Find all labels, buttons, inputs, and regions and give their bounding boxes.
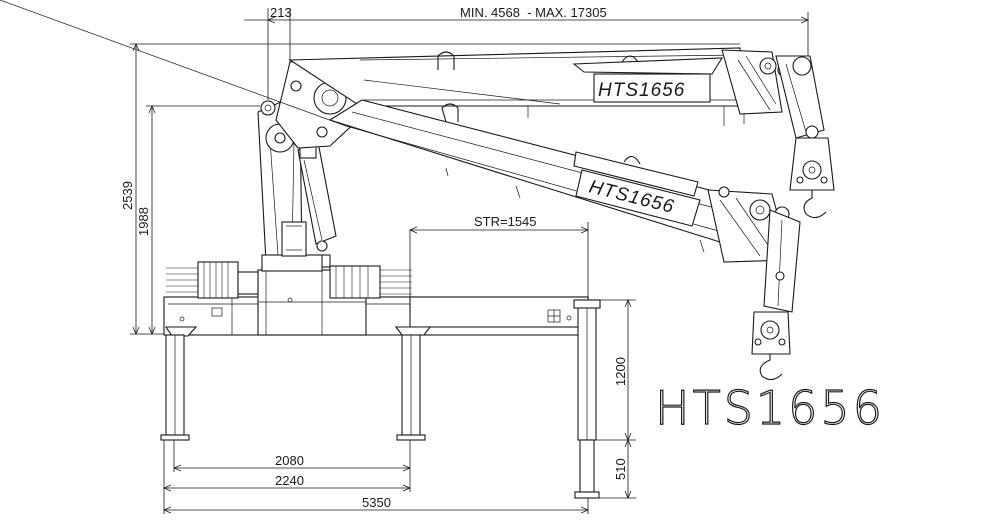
dim-height-pivot: 1988 — [136, 207, 151, 236]
dim-leg-extension: 510 — [613, 458, 628, 480]
dim-width-outer: 2240 — [275, 473, 304, 488]
upper-hook-block — [789, 137, 835, 219]
dim-width-total: 5350 — [362, 495, 391, 510]
left-outer-leg — [160, 334, 190, 441]
upper-boom — [275, 47, 825, 149]
dim-reach: MIN. 4568 - MAX. 17305 — [460, 5, 607, 20]
dim-leg-height: 1200 — [613, 357, 628, 386]
model-title: HTS1656 — [655, 381, 885, 435]
left-inner-leg — [396, 334, 426, 441]
right-leg — [573, 299, 601, 499]
dim-height-total: 2539 — [120, 181, 135, 210]
lower-hook-block — [751, 311, 791, 381]
dimension-lines — [130, 8, 808, 514]
dim-stroke: STR=1545 — [474, 214, 537, 229]
dim-offset: 213 — [270, 5, 292, 20]
control-valves-right — [315, 254, 412, 299]
upper-boom-label: HTS1656 — [598, 80, 685, 101]
lower-boom — [0, 0, 801, 313]
dim-width-inner: 2080 — [275, 453, 304, 468]
control-valves-left — [166, 261, 259, 299]
